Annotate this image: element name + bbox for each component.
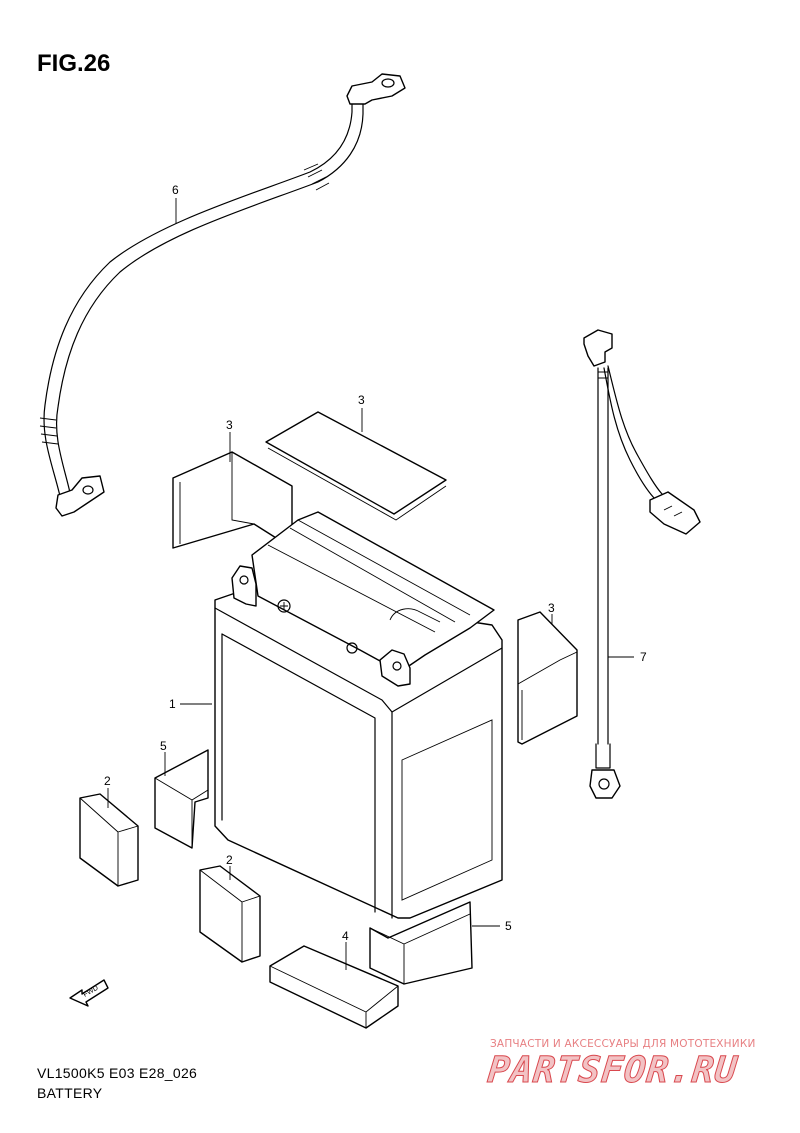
callout-6: 6 bbox=[172, 183, 179, 197]
figure-title: FIG.26 bbox=[37, 50, 111, 77]
part-3-top-pad bbox=[265, 411, 447, 521]
part-7-ground-lead bbox=[583, 329, 701, 799]
part-1-battery bbox=[214, 511, 503, 919]
callout-5-left: 5 bbox=[160, 739, 167, 753]
part-4-bottom-pad bbox=[269, 945, 399, 1029]
callout-1: 1 bbox=[169, 697, 176, 711]
part-5-right-pad bbox=[369, 901, 473, 985]
callout-4: 4 bbox=[342, 929, 349, 943]
leader-lines bbox=[107, 198, 634, 970]
callout-7: 7 bbox=[640, 650, 647, 664]
part-2-left-pad bbox=[79, 793, 139, 887]
section-name: BATTERY bbox=[37, 1085, 103, 1101]
watermark-subtitle: ЗАПЧАСТИ И АКСЕССУАРЫ ДЛЯ МОТОТЕХНИКИ bbox=[490, 1038, 756, 1050]
part-2-center-pad bbox=[199, 865, 261, 963]
watermark-logo: PARTSFOR.RU bbox=[485, 1050, 740, 1092]
fwd-arrow: FWD bbox=[69, 979, 109, 1007]
callout-5-right: 5 bbox=[505, 919, 512, 933]
part-3-right-pad bbox=[517, 611, 578, 745]
part-6-battery-cable bbox=[39, 73, 406, 517]
callout-2-center: 2 bbox=[226, 853, 233, 867]
part-3-left-pad bbox=[172, 451, 293, 549]
part-5-left-pad bbox=[154, 749, 209, 849]
callout-3-right: 3 bbox=[548, 601, 555, 615]
model-code: VL1500K5 E03 E28_026 bbox=[37, 1065, 198, 1081]
callouts: 1 2 2 3 3 3 4 5 5 6 7 bbox=[104, 183, 647, 943]
callout-3-top: 3 bbox=[358, 393, 365, 407]
callout-2-left: 2 bbox=[104, 774, 111, 788]
callout-3-left: 3 bbox=[226, 418, 233, 432]
